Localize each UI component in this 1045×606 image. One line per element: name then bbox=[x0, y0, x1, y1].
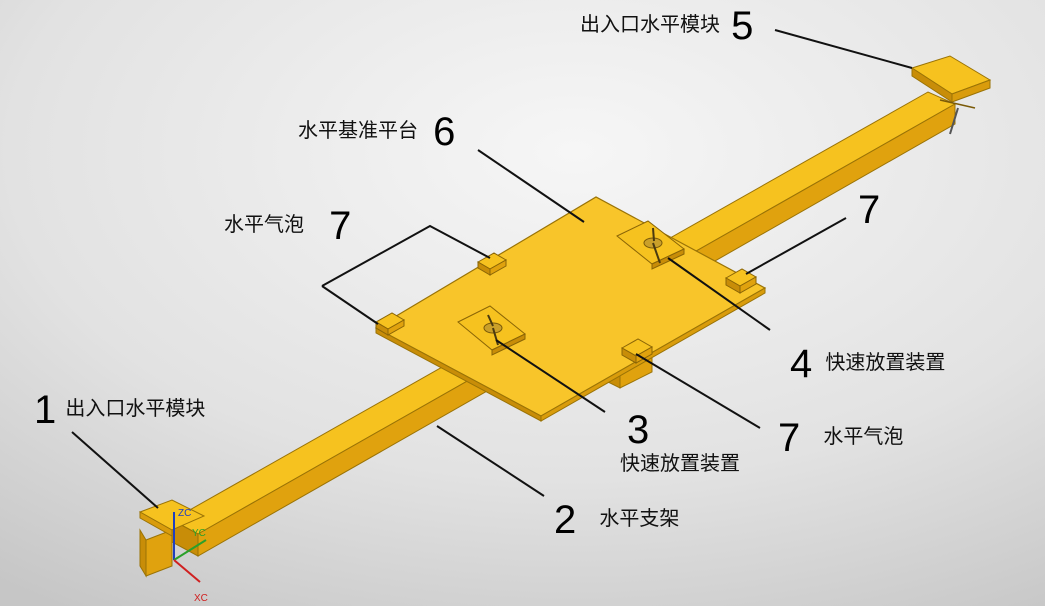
entrance-exit-level-module-right bbox=[910, 55, 992, 135]
callout-4-text: 快速放置装置 bbox=[825, 350, 946, 374]
leader-7-left-upper bbox=[321, 224, 491, 287]
y-axis-label: YC bbox=[192, 528, 206, 539]
leader-3 bbox=[495, 339, 606, 413]
leader-lines bbox=[71, 29, 913, 509]
bubble-level-bottom bbox=[620, 338, 654, 364]
callout-6: 水平基准平台 6 bbox=[298, 112, 455, 152]
callout-7-right: 7 bbox=[858, 190, 880, 230]
callout-5: 出入口水平模块 5 bbox=[580, 6, 753, 46]
platform-edge-left bbox=[375, 327, 542, 422]
callout-7-bottom: 7 水平气泡 bbox=[778, 418, 903, 458]
bubble-level-left bbox=[374, 312, 406, 336]
callout-6-number: 6 bbox=[433, 110, 456, 154]
leader-1 bbox=[71, 431, 159, 509]
callout-2-text: 水平支架 bbox=[599, 506, 680, 530]
callout-1-text: 出入口水平模块 bbox=[65, 396, 206, 420]
callout-4-number: 4 bbox=[790, 342, 813, 386]
quick-placement-device-left bbox=[457, 305, 526, 356]
x-axis-line bbox=[173, 559, 201, 583]
leader-6 bbox=[477, 149, 585, 223]
callout-3-number: 3 bbox=[627, 408, 650, 452]
callout-1-number: 1 bbox=[34, 388, 57, 432]
y-axis-line bbox=[173, 539, 207, 561]
callout-3-text: 快速放置装置 bbox=[620, 451, 740, 475]
leader-5 bbox=[774, 29, 913, 69]
callout-7-left: 水平气泡 7 bbox=[224, 206, 351, 246]
x-axis-label: XC bbox=[194, 593, 208, 604]
leader-7-right bbox=[745, 217, 847, 275]
callout-4: 4 快速放置装置 bbox=[790, 344, 945, 384]
callout-7-left-text: 水平气泡 bbox=[224, 212, 304, 236]
leader-7-left-lower bbox=[321, 285, 379, 325]
bubble-level-top bbox=[476, 252, 508, 276]
callout-1: 1 出入口水平模块 bbox=[34, 390, 205, 430]
coordinate-axes-triad: ZC YC XC bbox=[173, 508, 208, 604]
callout-6-text: 水平基准平台 bbox=[298, 118, 418, 142]
callout-7-bottom-number: 7 bbox=[778, 416, 801, 460]
callout-3-number-wrap: 3 bbox=[627, 410, 649, 450]
callout-2-number: 2 bbox=[554, 498, 577, 542]
leader-4 bbox=[667, 257, 771, 331]
callout-5-text: 出入口水平模块 bbox=[580, 12, 720, 36]
leader-2 bbox=[436, 425, 545, 497]
callout-7-left-number: 7 bbox=[329, 204, 352, 248]
leader-7-bottom bbox=[635, 353, 761, 429]
callout-5-number: 5 bbox=[731, 4, 754, 48]
callout-7-bottom-text: 水平气泡 bbox=[823, 424, 904, 448]
callout-7-right-number: 7 bbox=[858, 188, 881, 232]
z-axis-label: ZC bbox=[178, 508, 191, 519]
callout-2: 2 水平支架 bbox=[554, 500, 679, 540]
